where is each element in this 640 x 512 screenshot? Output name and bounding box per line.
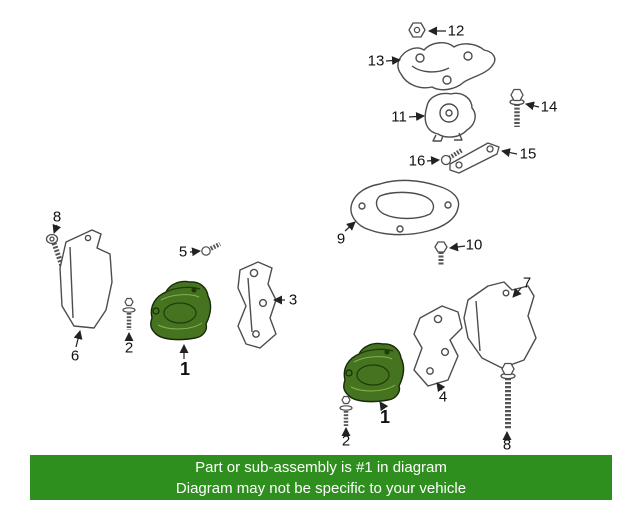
callout-13[interactable]: 13 [367,52,385,70]
callout-leader-lines [52,26,540,440]
callout-10[interactable]: 10 [465,236,483,254]
part-8-bolt-right [500,362,516,430]
callout-2-right[interactable]: 2 [341,432,351,450]
part-15-support [449,142,500,174]
part-9-crossmember [350,179,460,236]
part-2-bolt-right [339,395,353,427]
part-10-bolt [434,241,448,266]
part-11-mount-insulator [424,92,476,142]
part-13-bracket [397,42,496,91]
callout-1-left[interactable]: 1 [179,359,191,379]
callout-3[interactable]: 3 [288,291,298,309]
callout-1-right[interactable]: 1 [379,407,391,427]
callout-11[interactable]: 11 [391,108,407,126]
callout-4[interactable]: 4 [438,388,448,406]
part-14-bolt [509,88,525,127]
callout-8-left[interactable]: 8 [52,208,62,226]
diagram-note-banner: Part or sub-assembly is #1 in diagram Di… [30,455,612,500]
part-6-shield [59,229,113,329]
callout-16[interactable]: 16 [408,152,426,170]
part-16-bolt [440,148,464,166]
callout-12[interactable]: 12 [447,22,465,40]
part-7-shield [463,281,537,369]
banner-line-1: Part or sub-assembly is #1 in diagram [195,458,447,476]
callout-15[interactable]: 15 [519,145,537,163]
part-3-bracket [237,261,277,349]
callout-2-left[interactable]: 2 [124,339,134,357]
callout-5[interactable]: 5 [178,243,188,261]
callout-6[interactable]: 6 [70,347,80,365]
part-12-nut [408,22,426,38]
part-5-bolt [201,241,222,256]
callout-9[interactable]: 9 [336,230,346,248]
callout-7[interactable]: 7 [522,274,532,292]
part-1-engine-mount-right[interactable] [343,342,405,403]
part-2-bolt-left [122,297,136,330]
callout-14[interactable]: 14 [540,98,558,116]
callout-8-right[interactable]: 8 [502,436,512,454]
part-4-bracket [413,305,463,387]
banner-line-2: Diagram may not be specific to your vehi… [175,479,467,497]
part-1-engine-mount-left[interactable] [150,280,212,341]
